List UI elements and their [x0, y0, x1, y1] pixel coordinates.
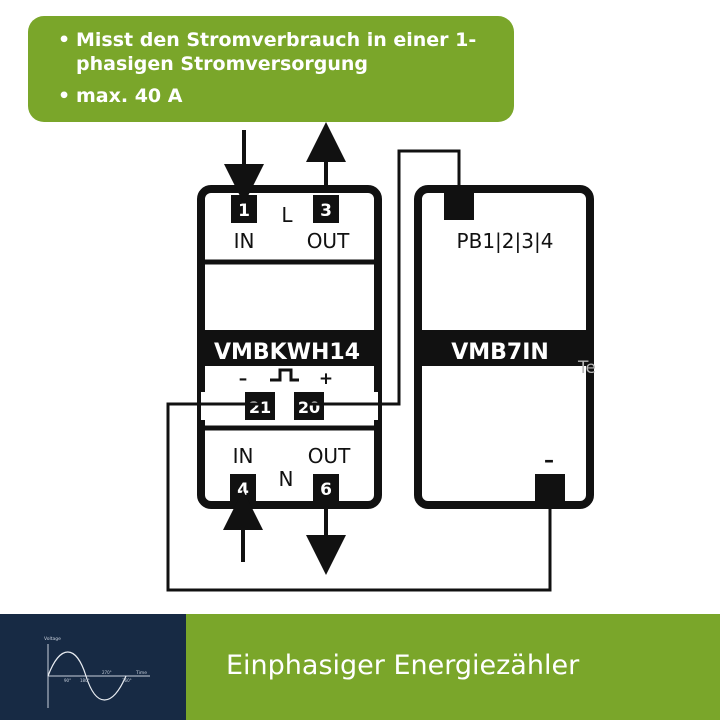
- terminal-3-number: 3: [320, 201, 332, 221]
- y-axis-label: Voltage: [44, 636, 61, 642]
- wire-pulse-minus: [166, 392, 552, 592]
- pulse-minus: –: [239, 369, 248, 389]
- footer-title: Einphasiger Energiezähler: [226, 650, 580, 681]
- terminal-1-number: 1: [238, 201, 250, 221]
- feature-text: max. 40 A: [76, 85, 183, 107]
- feature-item: Misst den Stromverbrauch in einer 1- pha…: [58, 28, 490, 76]
- wire-pulse-plus: [307, 149, 461, 406]
- terminal-out-label: OUT: [307, 229, 350, 253]
- footer-title-panel: Einphasiger Energiezähler: [186, 614, 720, 720]
- sine-wave-thumbnail: Voltage Time 90° 180° 270° 360°: [0, 614, 186, 720]
- pulse-plus: +: [319, 369, 333, 389]
- energy-meter-module: VMBKWH14: [197, 185, 382, 509]
- input-module-name: VMB7IN: [451, 340, 549, 365]
- wiring-diagram: VMBKWH14 1 3 IN L OUT – + 21 20 IN OUT N…: [166, 122, 596, 592]
- input-module: VMB7IN Te PB1|2|3|4 –: [414, 185, 596, 509]
- meter-bottom-terminals: IN OUT N 4 6: [230, 444, 351, 502]
- tick-label: 270°: [102, 670, 112, 675]
- feature-list: Misst den Stromverbrauch in einer 1- pha…: [58, 28, 490, 108]
- feature-item: max. 40 A: [58, 84, 490, 108]
- terminal-in-label: IN: [234, 229, 255, 253]
- neutral-label: N: [279, 467, 294, 491]
- inputs-label: PB1|2|3|4: [457, 229, 554, 253]
- terminal-4-number: 4: [237, 480, 249, 500]
- tick-label: 360°: [122, 678, 132, 683]
- meter-name: VMBKWH14: [214, 340, 360, 365]
- terminal-6-number: 6: [320, 480, 332, 500]
- line-label: L: [281, 203, 293, 227]
- input-minus-label: –: [544, 448, 554, 472]
- wiring: [166, 149, 552, 592]
- tick-label: 90°: [64, 678, 71, 683]
- feature-callout: Misst den Stromverbrauch in einer 1- pha…: [28, 16, 514, 122]
- x-axis-label: Time: [135, 670, 147, 676]
- sine-curve: [47, 651, 127, 701]
- footer-banner: Voltage Time 90° 180° 270° 360° Einphasi…: [0, 614, 720, 720]
- terminal-out-label: OUT: [308, 444, 351, 468]
- terminal-in-label: IN: [233, 444, 254, 468]
- feature-text: Misst den Stromverbrauch in einer 1- pha…: [76, 29, 477, 75]
- input-module-overflow: Te: [577, 358, 596, 378]
- pulse-icon: [270, 368, 299, 382]
- sine-wave-graph: Voltage Time 90° 180° 270° 360°: [44, 636, 150, 708]
- tick-label: 180°: [80, 678, 90, 683]
